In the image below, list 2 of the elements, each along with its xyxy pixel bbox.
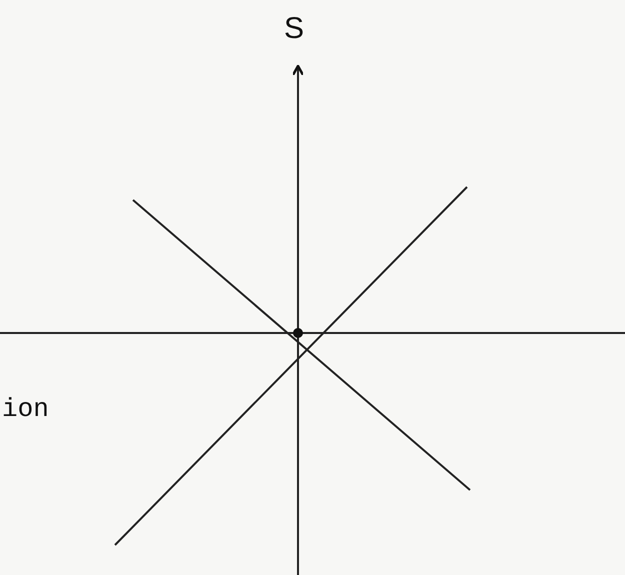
- axis-label: S: [284, 14, 304, 44]
- axis-label: ion: [2, 396, 49, 422]
